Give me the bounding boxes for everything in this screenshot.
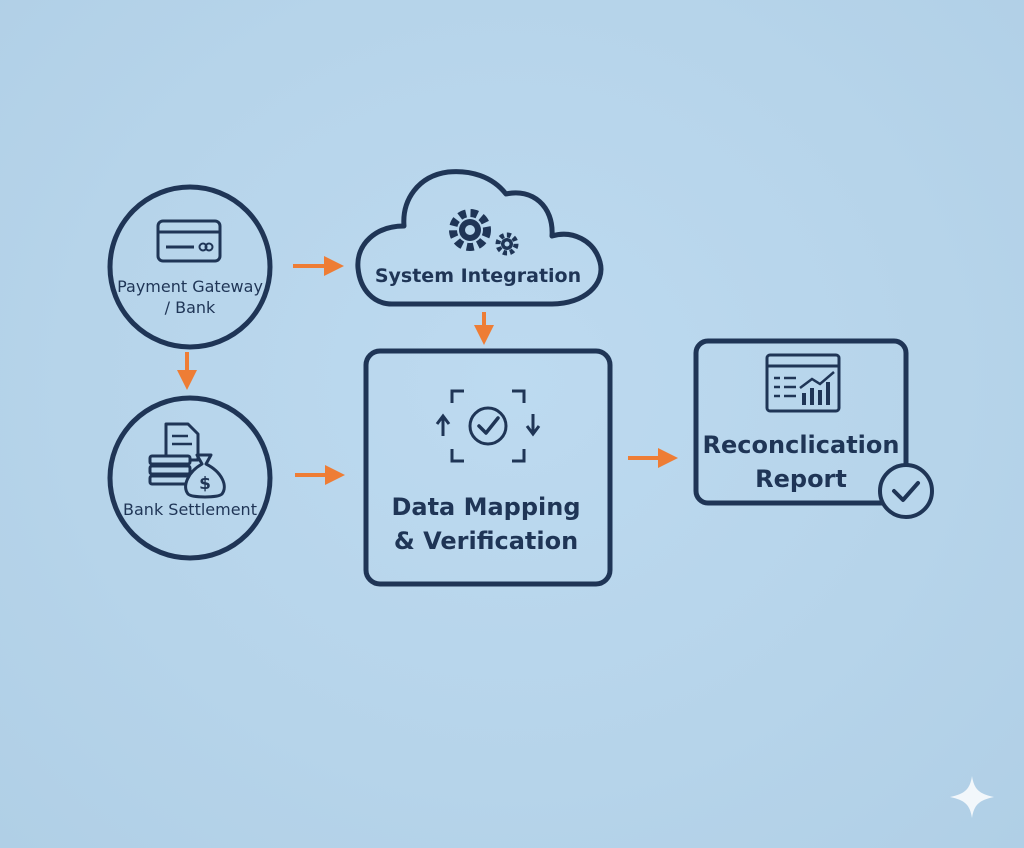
- reconciliation-report-label: Reconclication Report: [696, 428, 906, 496]
- svg-text:$: $: [199, 474, 211, 494]
- sync-check-icon: [435, 389, 541, 463]
- payment-gateway-label: Payment Gateway / Bank: [110, 276, 270, 318]
- node-payment-gateway: [107, 184, 273, 350]
- data-mapping-label-line2: & Verification: [393, 527, 579, 555]
- payment-gateway-label-line1: Payment Gateway: [117, 277, 263, 296]
- reconciliation-report-label-line2: Report: [755, 465, 847, 493]
- checkmark-badge-icon: [878, 463, 934, 519]
- node-data-mapping: [363, 348, 613, 587]
- payment-gateway-label-line2: / Bank: [164, 298, 216, 317]
- money-bag-icon: $: [148, 422, 226, 499]
- node-system-integration: [355, 169, 604, 307]
- credit-card-icon: [156, 219, 222, 263]
- bank-settlement-label: Bank Settlement: [123, 500, 257, 519]
- node-reconciliation-report: [693, 338, 934, 519]
- node-bank-settlement: $: [107, 395, 273, 561]
- sparkle-icon: [950, 776, 994, 818]
- reconciliation-report-label-line1: Reconclication: [702, 431, 900, 459]
- data-mapping-label-line1: Data Mapping: [391, 493, 581, 521]
- system-integration-label: System Integration: [374, 265, 582, 287]
- report-chart-icon: [765, 353, 841, 413]
- data-mapping-label: Data Mapping & Verification: [366, 490, 606, 558]
- gears-icon: [449, 209, 519, 256]
